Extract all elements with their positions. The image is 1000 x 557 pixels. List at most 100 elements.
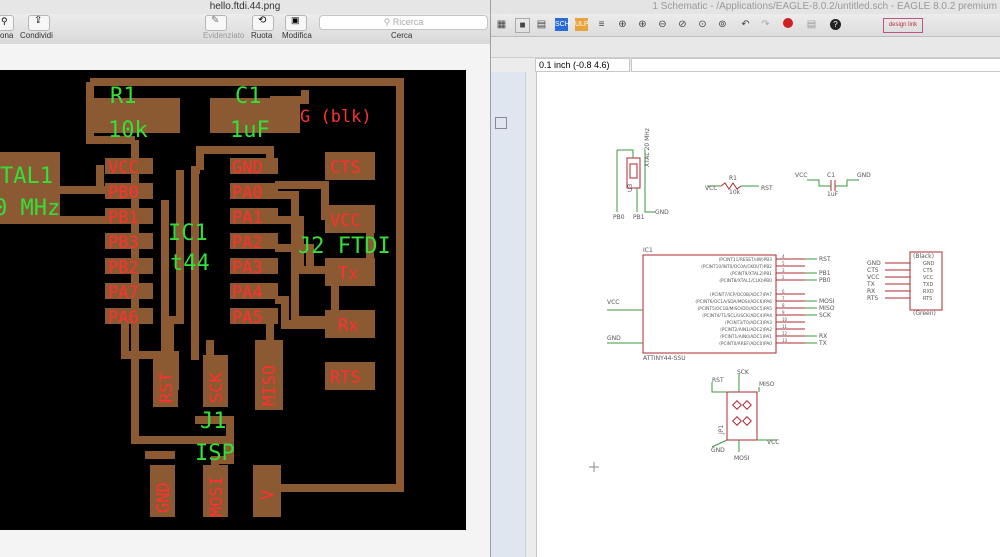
sch-c1: C1 [827, 172, 835, 179]
go-icon[interactable]: ▤ [806, 19, 817, 30]
ftdi-pin-label: VCC [923, 275, 934, 281]
ic1-pin-number: 7 [782, 296, 785, 301]
label-c1-val: 1uF [230, 118, 270, 143]
label-miso: MISO [260, 365, 280, 406]
ic1-pin-number: 6 [782, 289, 785, 294]
sch-icon[interactable]: SCH [555, 18, 570, 31]
label-j1: J1 [200, 409, 227, 434]
zoom-button[interactable]: ⚲ [0, 15, 14, 31]
label-pb1: PB1 [108, 208, 139, 228]
layer-icon[interactable]: ■ [515, 18, 530, 33]
label-rx: Rx [338, 316, 358, 336]
label-g-blk: G (blk) [300, 107, 372, 127]
zoom-fit-icon[interactable]: ⊕ [618, 19, 627, 30]
sch-isp-vcc: VCC [767, 439, 779, 446]
ic1-pin-number: 10 [782, 317, 788, 322]
sch-xtal: XTAL 20 MHz [644, 128, 651, 167]
ic1-pin-label: (PCINT9/XTAL2)PB1 [730, 271, 772, 277]
label-t44: t44 [170, 251, 210, 276]
search-placeholder: Ricerca [392, 17, 424, 27]
grid-icon[interactable]: ▦ [496, 19, 507, 30]
ic1-pin-number: 9 [782, 310, 785, 315]
edit-label: Modifica [282, 31, 312, 40]
ic1-net-label: PB1 [819, 270, 831, 277]
zoom-select-icon[interactable]: ⊙ [698, 19, 707, 30]
ic1-net-label: TX [818, 340, 827, 347]
ftdi-net-label: CTS [867, 267, 879, 274]
preview-title-text: hello.ftdi.44.png [209, 1, 281, 12]
eagle-title-text: 1 Schematic - /Applications/EAGLE-8.0.2/… [652, 1, 997, 12]
sch-c1-vcc: VCC [795, 172, 807, 179]
stop-icon[interactable] [781, 18, 794, 31]
pad-labels: G (blk) VCC PB0 PB1 PB3 PB2 PA7 PA6 GND … [108, 107, 372, 517]
isp-wires [711, 374, 777, 452]
sch-ic-gnd: GND [607, 335, 621, 342]
ic1-power-wires [607, 309, 643, 344]
print-icon[interactable]: ▤ [536, 19, 547, 30]
search-label: Cerca [391, 31, 413, 40]
label-pb3: PB3 [108, 233, 139, 253]
xtal-wires [616, 149, 655, 213]
ic1-net-label: PB0 [819, 277, 831, 284]
r1-symbol [720, 182, 742, 190]
isp-pads [732, 400, 752, 426]
label-pa3: PA3 [232, 258, 263, 278]
panel-icon[interactable] [495, 117, 507, 129]
sch-r1-vcc: VCC [705, 185, 717, 192]
magnifier-icon: ⚲ [1, 16, 8, 26]
ulp-icon[interactable]: ULP [575, 18, 589, 31]
ic1-pin-label: (PCINT1/AIN0/ADC1)PA1 [720, 334, 772, 340]
edit-button[interactable]: ▣ [285, 15, 307, 31]
ftdi-pin-label: TXD [922, 282, 933, 288]
rotate-button[interactable]: ⟲ [252, 15, 274, 31]
ic1-pin-label: (PCINT8/XTAL1/CLKI)PB0 [719, 278, 772, 284]
ftdi-pin-label: CTS [923, 268, 933, 274]
label-gnd: GND [232, 158, 263, 178]
eagle-window: 1 Schematic - /Applications/EAGLE-8.0.2/… [490, 0, 1000, 557]
redo-icon[interactable]: ↷ [761, 19, 770, 30]
sch-pb1: PB1 [633, 214, 645, 221]
label-tx: Tx [338, 264, 358, 284]
zoom-label: ona [0, 31, 14, 40]
zoom-in-icon[interactable]: ⊕ [638, 19, 647, 30]
sch-isp-miso: MISO [759, 381, 775, 388]
ic1-pin-number: 8 [782, 303, 785, 308]
ic1-pin-number: 5 [782, 261, 785, 266]
zoom-prev-icon[interactable]: ⊘ [678, 19, 687, 30]
search-input[interactable]: ⚲ Ricerca [319, 15, 488, 30]
ic1-net-label: RX [819, 333, 827, 340]
share-label: Condividi [20, 31, 53, 40]
share-button[interactable]: ⇪ [28, 15, 50, 31]
label-pa5: PA5 [232, 308, 263, 328]
sch-r1: R1 [729, 175, 737, 182]
preview-toolbar: ⚲ ona ⇪ Condividi ✎ Evidenziato ⟲ Ruota … [0, 14, 490, 45]
ftdi-net-label: VCC [867, 274, 879, 281]
schematic-canvas[interactable]: U3 XTAL 20 MHz PB0 PB1 GND R1 10k VCC RS… [536, 72, 1000, 557]
script-icon[interactable]: ≡ [598, 19, 605, 30]
command-line[interactable] [631, 58, 1000, 72]
eagle-title: 1 Schematic - /Applications/EAGLE-8.0.2/… [491, 0, 1000, 14]
ftdi-pin-label: RTS [923, 296, 932, 302]
design-link-icon[interactable]: design link [883, 18, 923, 33]
help-icon[interactable]: ? [829, 18, 842, 31]
ic1-pin-label: (PCINT10/INT0/OC0A/CKOUT)PB2 [701, 264, 772, 270]
highlight-button[interactable]: ✎ [205, 15, 227, 31]
ic1-pin-number: 4 [782, 254, 785, 259]
ic1-pin-number: 2 [782, 275, 785, 280]
label-pb2: PB2 [108, 258, 139, 278]
ic1-pin-label: (PCINT0/AREF/ADC0)PA0 [719, 341, 772, 347]
redraw-icon[interactable]: ⊚ [718, 19, 727, 30]
share-icon: ⇪ [34, 15, 43, 26]
search-icon: ⚲ [383, 17, 393, 27]
sch-isp-ref: JP1 [718, 425, 725, 435]
ic1-pin-number: 3 [782, 268, 785, 273]
ic1-pin-label: (PCINT3/T0/ADC3)PA3 [725, 320, 772, 326]
preview-window: hello.ftdi.44.png ⚲ ona ⇪ Condividi ✎ Ev… [0, 0, 490, 557]
ic1-pin-label: (PCINT4/T1/SCL/USCK/ADC4)PA4 [702, 313, 772, 319]
undo-icon[interactable]: ↶ [741, 19, 750, 30]
zoom-out-icon[interactable]: ⊖ [658, 19, 667, 30]
ic1-pin-label: (PCINT2/AIN1/ADC2)PA2 [720, 327, 772, 333]
sch-c1-val: 1uF [827, 191, 839, 198]
ic1-net-label: SCK [819, 312, 832, 319]
rotate-label: Ruota [251, 31, 273, 40]
